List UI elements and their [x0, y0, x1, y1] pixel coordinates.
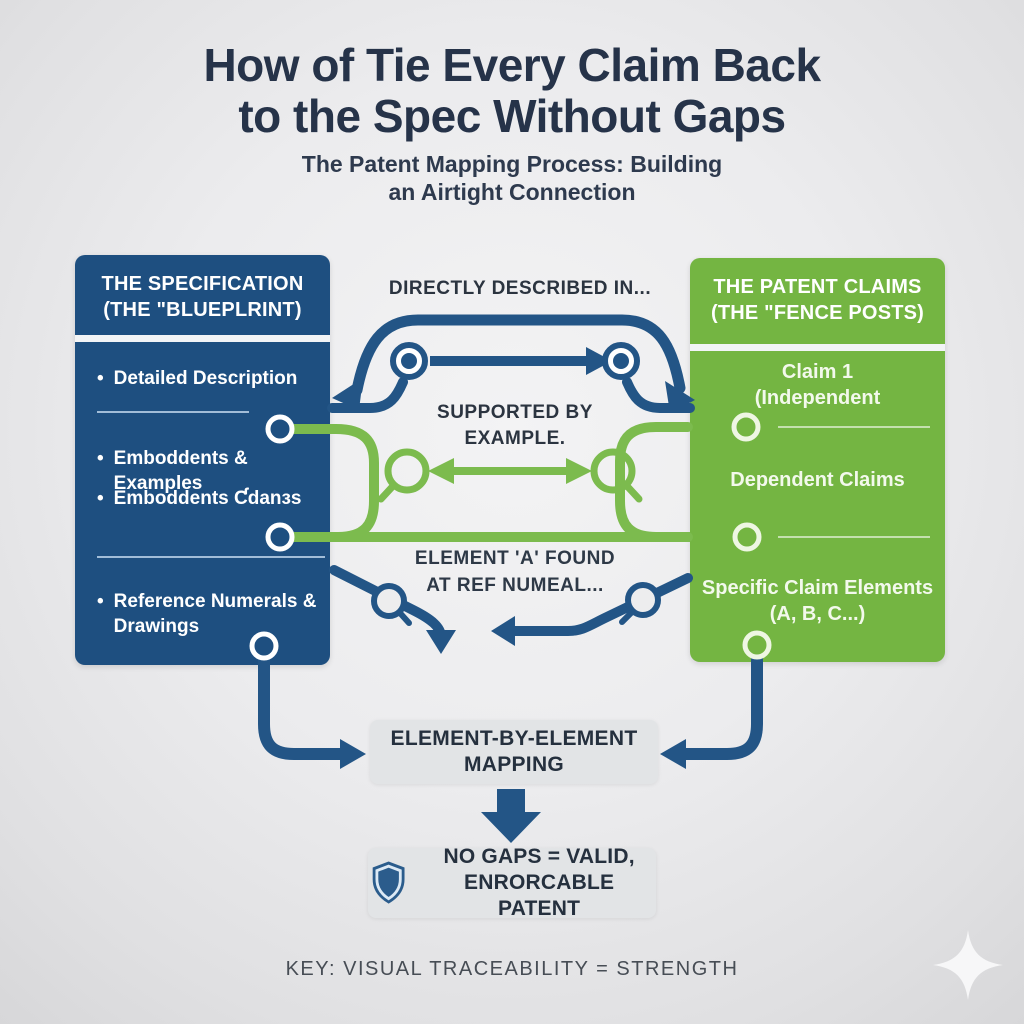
title-line-1: How of Tie Every Claim Back	[203, 39, 821, 91]
big-down-arrow-icon	[481, 789, 541, 843]
element-found-line-2: AT REF NUMEAL...	[426, 575, 604, 596]
label-directly-described: DIRECTLY DESCRIBED IN...	[388, 278, 652, 299]
mapping-box: ELEMENT-BY-ELEMENT MAPPING	[370, 720, 658, 784]
claims-title-line-1: THE PATENT CLAIMS	[713, 276, 922, 298]
label-element-a-found: ELEMENT 'A' FOUND AT REF NUMEAL...	[360, 545, 670, 599]
arrowhead-right-icon	[586, 347, 612, 375]
arrowhead-left-icon	[428, 458, 454, 484]
supported-line-1: SUPPORTED BY	[437, 402, 593, 423]
spec-title-line-1: THE SPECIFICATION	[101, 273, 304, 295]
list-item: Emboddents Ƈdanɜs	[97, 486, 327, 511]
footer-key: KEY: VISUAL TRACEABILITY = STRENGTH	[285, 958, 739, 980]
spec-divider	[97, 411, 249, 413]
claim-elements-line-1: Specific Claim Elements	[701, 577, 934, 599]
shield-inner-outline	[375, 864, 402, 901]
result-line-1: NO GAPS = VALID,	[443, 845, 635, 868]
list-item: Detailed Description	[97, 366, 317, 391]
spec-item-embodiments-2: Emboddents Ƈdanɜs	[113, 488, 302, 509]
mapping-line-1: ELEMENT-BY-ELEMENT	[390, 727, 638, 750]
node-dot-core-icon	[401, 353, 417, 369]
magnifier-icon	[590, 448, 636, 494]
claims-rule	[778, 426, 930, 428]
spec-header-divider	[75, 335, 330, 342]
arrowhead-left-icon	[332, 378, 363, 410]
subtitle-line-1: The Patent Mapping Process: Building	[301, 151, 723, 177]
magnifier-handle-icon	[619, 609, 635, 625]
specification-box-title: THE SPECIFICATION (THE "BLUEPLRINT)	[75, 271, 330, 323]
magnifier-icon	[384, 448, 430, 494]
blue-outer-connector	[351, 314, 686, 396]
arrowhead-left-icon	[491, 616, 515, 646]
claim-elements-label: Specific Claim Elements (A, B, C...)	[690, 575, 945, 627]
specification-box: THE SPECIFICATION (THE "BLUEPLRINT) Deta…	[75, 255, 330, 665]
shield-icon	[372, 861, 405, 904]
arrowhead-right-icon	[340, 739, 366, 769]
claims-box: THE PATENT CLAIMS (THE "FENCE POSTS) Cla…	[690, 258, 945, 662]
claim-1-line-2: (Independent	[754, 387, 881, 409]
arrowhead-down-icon	[426, 630, 456, 654]
arrowhead-left-icon	[660, 739, 686, 769]
magnifier-handle-icon	[377, 482, 397, 503]
claim-1-line-1: Claim 1	[781, 361, 854, 383]
node-dot-core-icon	[613, 353, 629, 369]
claims-title-line-2: (THE "FENCE POSTS)	[710, 302, 925, 324]
sparkle-icon	[933, 930, 1003, 1000]
blue-down-left-connector	[258, 649, 354, 760]
claim-1-label: Claim 1 (Independent	[690, 359, 945, 411]
magnifier-handle-icon	[397, 610, 412, 626]
blue-down-right-connector	[672, 649, 763, 760]
page-title: How of Tie Every Claim Back to the Spec …	[0, 40, 1024, 142]
list-item: Emboddents & Examples	[97, 446, 327, 496]
magnifier-handle-icon	[623, 482, 643, 503]
claims-box-title: THE PATENT CLAIMS (THE "FENCE POSTS)	[690, 274, 945, 326]
spec-title-line-2: (THE "BLUEPLRINT)	[103, 299, 302, 321]
spec-item-detailed-description: Detailed Description	[113, 368, 298, 389]
element-found-line-1: ELEMENT 'A' FOUND	[414, 548, 616, 569]
arrowhead-right-icon	[566, 458, 592, 484]
claims-rule	[778, 536, 930, 538]
result-line-2: ENRORCABLE PATENT	[464, 871, 615, 920]
spec-item-reference-numerals: Reference Numerals & Drawings	[113, 591, 317, 637]
node-dot-icon	[390, 342, 428, 380]
bullet-dot	[97, 486, 104, 511]
list-item: Reference Numerals & Drawings	[97, 589, 322, 639]
claim-elements-line-2: (A, B, C...)	[769, 603, 866, 625]
page-subtitle: The Patent Mapping Process: Building an …	[0, 150, 1024, 206]
sparkle-shape	[933, 930, 1003, 1000]
bullet-dot	[97, 589, 104, 639]
spec-item-embodiments-examples: Emboddents & Examples	[113, 448, 248, 494]
result-text: NO GAPS = VALID, ENRORCABLE PATENT	[422, 844, 656, 922]
dependent-claims-label: Dependent Claims	[690, 467, 945, 493]
dependent-claims-text: Dependent Claims	[730, 469, 905, 491]
result-box: NO GAPS = VALID, ENRORCABLE PATENT	[368, 845, 656, 920]
claims-header-divider	[690, 344, 945, 351]
spec-divider	[97, 556, 325, 558]
title-line-2: to the Spec Without Gaps	[238, 90, 786, 142]
subtitle-line-2: an Airtight Connection	[388, 179, 636, 205]
label-supported-by-example: SUPPORTED BY EXAMPLE.	[360, 400, 670, 452]
supported-line-2: EXAMPLE.	[464, 428, 566, 449]
bullet-dot	[97, 366, 104, 391]
node-dot-icon	[602, 342, 640, 380]
mapping-line-2: MAPPING	[463, 753, 565, 776]
